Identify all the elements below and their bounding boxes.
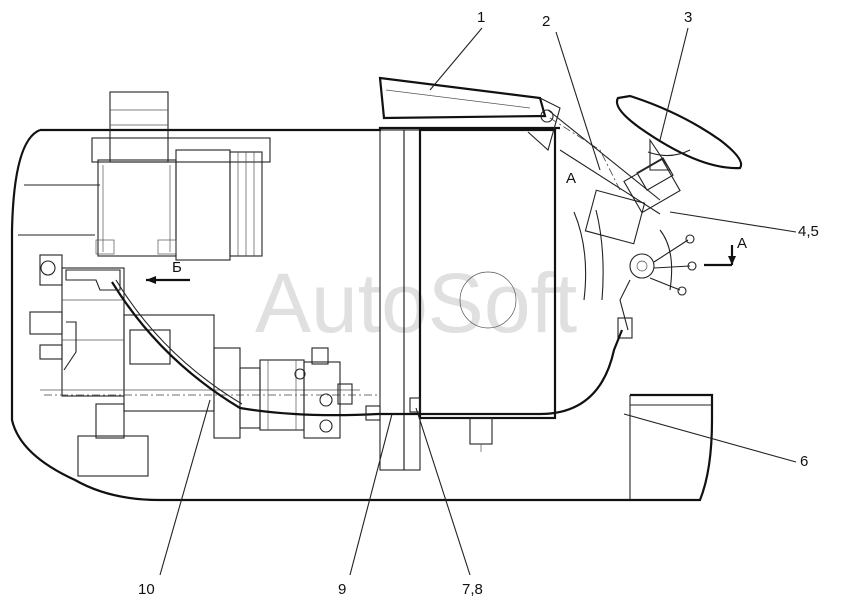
section-arrow-a: А xyxy=(704,235,747,267)
callout-3: 3 xyxy=(684,9,692,26)
watermark: AutoSoft xyxy=(255,256,577,350)
section-arrow-b: Б xyxy=(146,259,190,284)
steering-column xyxy=(547,109,681,301)
callout-6: 6 xyxy=(800,453,808,470)
cab-console xyxy=(379,128,557,471)
view-label-b: Б xyxy=(172,259,182,276)
callout-7-8: 7,8 xyxy=(462,581,483,598)
view-label-a-small: А xyxy=(737,235,747,252)
callout-10: 10 xyxy=(138,581,155,598)
valve-assembly xyxy=(213,347,353,439)
callout-9: 9 xyxy=(338,581,346,598)
control-levers xyxy=(617,229,697,339)
steering-wheel xyxy=(615,94,743,191)
gearbox-housing xyxy=(29,254,380,477)
engine-block xyxy=(91,91,271,261)
callout-4-5: 4,5 xyxy=(798,223,819,240)
callout-2: 2 xyxy=(542,13,550,30)
leader-lines xyxy=(159,27,797,576)
cab-body-outline xyxy=(10,126,714,502)
callout-1: 1 xyxy=(477,9,485,26)
cable-run xyxy=(63,269,624,421)
view-label-a-main: А xyxy=(566,170,576,187)
instrument-panel xyxy=(378,76,621,191)
